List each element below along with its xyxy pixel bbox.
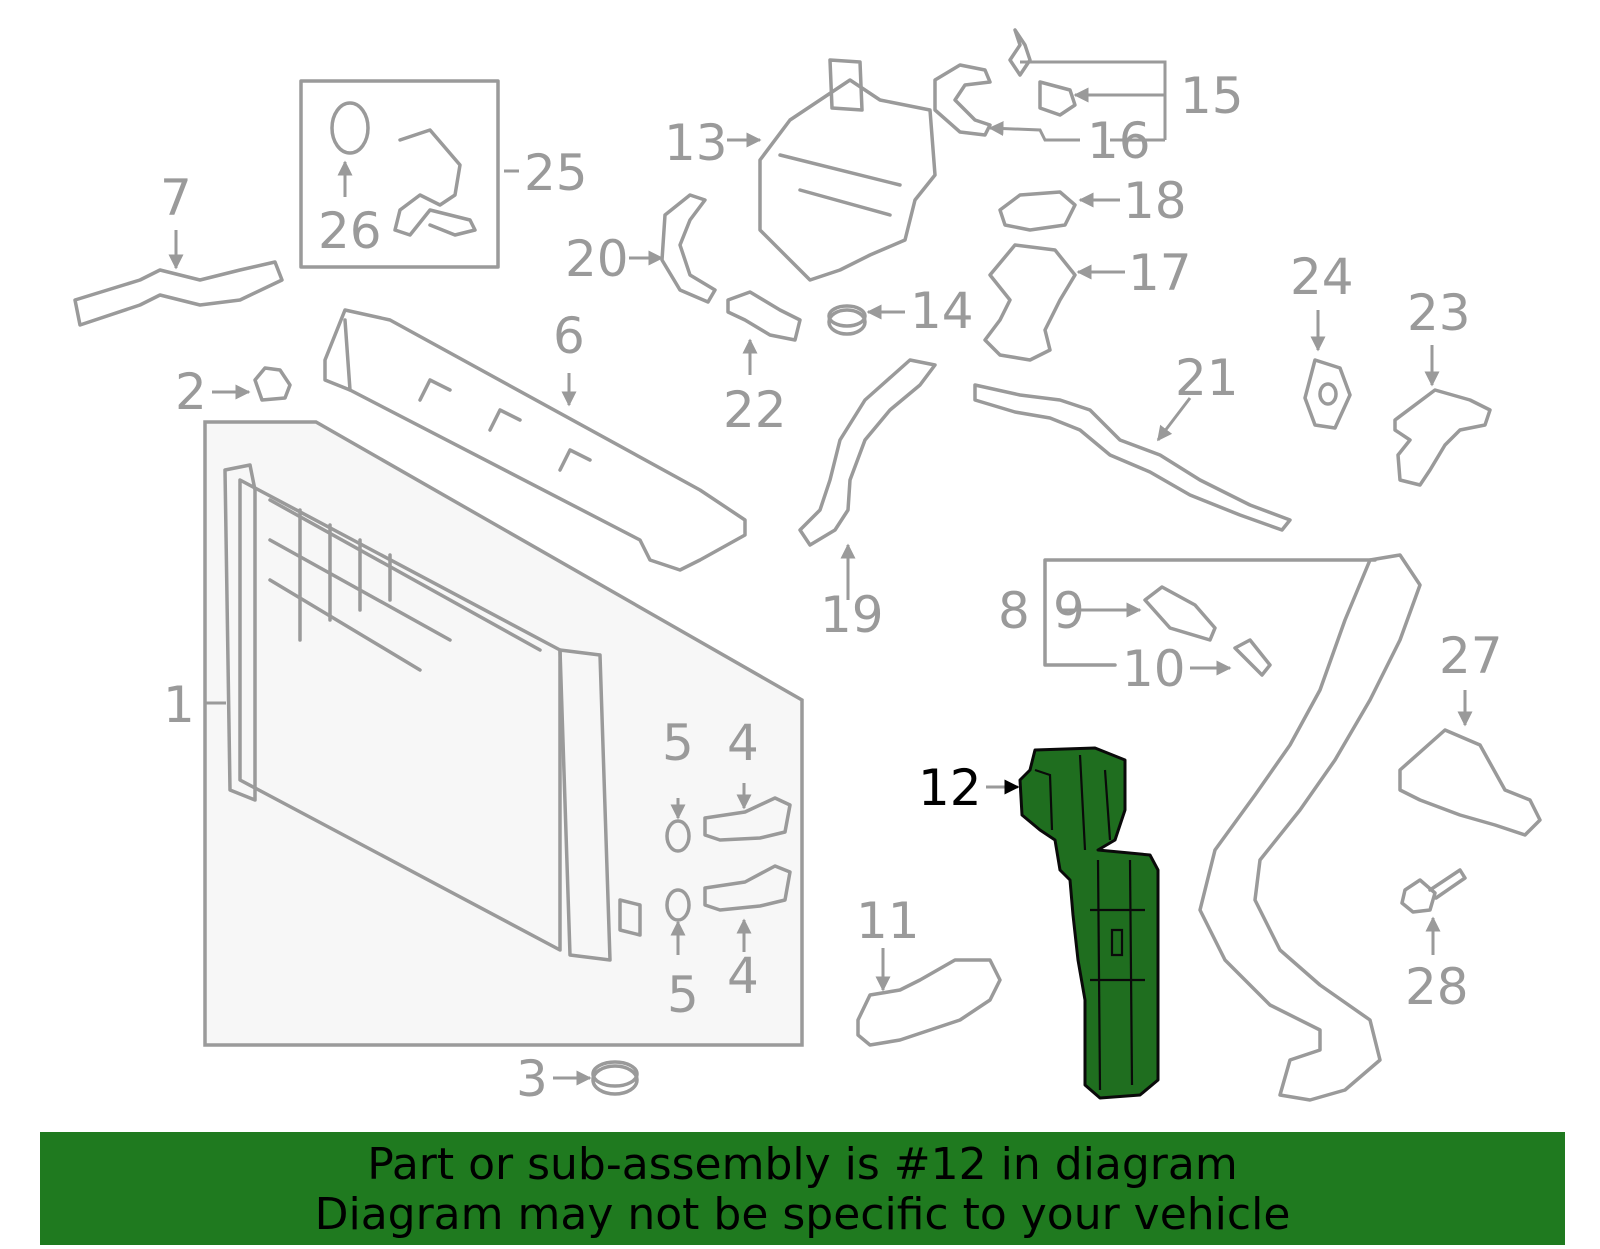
callout-4-lower: 4 [727,947,759,1005]
callout-28: 28 [1405,958,1469,1016]
callout-23: 23 [1407,284,1471,342]
part-14-grommet [827,308,867,336]
callout-19: 19 [820,586,884,644]
part-16-clip [1008,28,1032,77]
part-4-sensor-upper [703,796,792,842]
part-23-housing [1393,388,1492,487]
leader-lines [168,60,1473,1086]
part-5-washer-lower [665,888,691,922]
callout-20: 20 [565,230,629,288]
callout-15: 15 [1180,67,1244,125]
callout-5-upper: 5 [662,714,694,772]
callout-14: 14 [910,282,974,340]
part-8-bracket [1043,558,1377,667]
callout-7: 7 [160,169,192,227]
part-17-housing [983,243,1077,362]
banner-line-2: Diagram may not be specific to your vehi… [314,1189,1291,1240]
callout-5-lower: 5 [667,966,699,1024]
callout-13: 13 [664,114,728,172]
part-15-hose [933,63,992,137]
part-13-reservoir [758,78,937,282]
part-25-box [299,79,500,269]
part-22-sensor [726,290,802,342]
info-banner: Part or sub-assembly is #12 in diagram D… [40,1132,1565,1245]
callout-12: 12 [918,759,982,817]
callout-26: 26 [318,202,382,260]
callout-11: 11 [856,892,920,950]
part-7-hose [73,260,284,327]
part-2-clip [253,366,292,402]
part-28-bolt [1400,868,1467,914]
part-3-grommet [591,1064,639,1096]
callout-22: 22 [723,381,787,439]
callout-17: 17 [1128,244,1192,302]
callout-6: 6 [553,307,585,365]
callout-9: 9 [1053,582,1085,640]
part-20-hose [660,193,717,304]
part-21-hose [973,383,1292,532]
callout-8: 8 [998,582,1030,640]
callout-16: 16 [1087,112,1151,170]
part-10-clip [1233,638,1272,677]
callout-24: 24 [1290,248,1354,306]
part-11-bracket [856,958,1002,1047]
callout-labels: 1 2 3 4 4 5 5 6 7 8 9 10 11 12 13 14 15 … [160,67,1503,1108]
part-5-washer-upper [665,819,691,853]
callout-2: 2 [175,363,207,421]
part-9-clamp [1143,585,1217,642]
callout-21: 21 [1175,349,1239,407]
callout-27: 27 [1439,627,1503,685]
part-27-bracket [1398,728,1542,837]
part-1-radiator [203,420,804,1047]
part-12-highlighted [1018,746,1160,1100]
part-24-gasket [1303,358,1352,430]
banner-line-1: Part or sub-assembly is #12 in diagram [367,1139,1238,1190]
radiator-hose-right [1198,553,1422,1102]
part-4-sensor-lower [703,864,792,912]
callout-25: 25 [524,144,588,202]
part-19-hose [798,358,937,547]
callout-3: 3 [516,1050,548,1108]
callout-1: 1 [163,676,195,734]
part-18-cap [998,190,1077,232]
callout-4-upper: 4 [727,714,759,772]
callout-10: 10 [1122,640,1186,698]
callout-18: 18 [1123,172,1187,230]
